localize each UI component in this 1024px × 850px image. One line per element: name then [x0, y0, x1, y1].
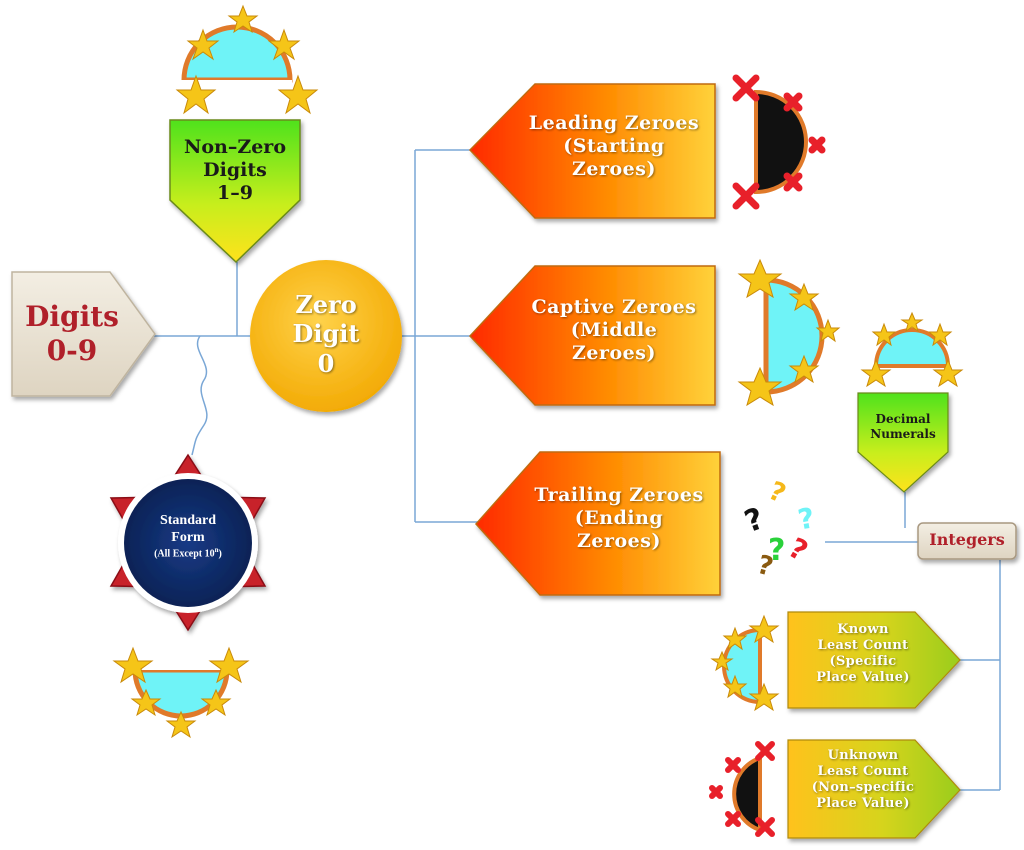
non-zero-stars-icon — [175, 4, 319, 115]
captive-zeroes-shape — [468, 265, 716, 406]
svg-text:?: ? — [740, 501, 768, 540]
standard-form-line3-end: ) — [218, 548, 222, 560]
trailing-zeroes-shape — [474, 451, 721, 596]
decimal-numerals-label: Decimal Numerals — [858, 412, 948, 441]
digits-root-label: Digits 0-9 — [12, 300, 132, 368]
trailing-line3: Zeroes) — [577, 530, 661, 553]
unknown-least-count-shape — [787, 739, 961, 839]
unknown-line3: (Non–specific — [811, 779, 915, 795]
leading-line3: Zeroes) — [572, 158, 656, 181]
standard-form-line2: Form — [171, 530, 205, 546]
digits-root-shape — [11, 271, 156, 397]
zero-digit-line3: 0 — [317, 348, 335, 378]
unknown-line2: Least Count — [817, 763, 909, 779]
non-zero-label: Non–Zero Digits 1–9 — [170, 136, 300, 206]
integers-shape — [917, 522, 1017, 560]
question-marks-icon: ? ? ? ? ? ? — [740, 476, 817, 583]
leading-zeroes-shape — [468, 83, 716, 219]
captive-line1: Captive Zeroes — [531, 296, 697, 318]
svg-text:?: ? — [795, 501, 817, 536]
zero-digit-label: Zero Digit 0 — [250, 290, 402, 378]
zero-digit-circle — [250, 260, 402, 412]
unknown-least-count-label: Unknown Least Count (Non–specific Place … — [788, 748, 938, 811]
known-line3: (Specific — [829, 653, 897, 669]
integers-label: Integers — [929, 530, 1005, 549]
known-smile-icon — [710, 614, 780, 712]
known-line4: Place Value) — [816, 669, 910, 685]
decimal-line2: Numerals — [870, 426, 936, 441]
standard-form-line3-text: (All Except 10 — [154, 548, 215, 560]
unknown-line1: Unknown — [827, 748, 899, 763]
captive-smile-icon — [737, 258, 841, 407]
captive-zeroes-label: Captive Zeroes (Middle Zeroes) — [510, 296, 718, 366]
zero-digit-line1: Zero — [295, 290, 357, 319]
leading-frown-icon — [732, 74, 826, 210]
trailing-line1: Trailing Zeroes — [534, 484, 704, 506]
standard-form-sup: n — [214, 546, 219, 555]
captive-line2: (Middle — [570, 319, 658, 342]
non-zero-line3: 1–9 — [217, 182, 253, 205]
non-zero-shape — [169, 119, 301, 264]
standard-form-smile-icon — [112, 646, 250, 739]
captive-line3: Zeroes) — [572, 342, 656, 365]
decimal-numerals-shape — [857, 392, 949, 493]
svg-text:?: ? — [783, 531, 814, 568]
leading-line1: Leading Zeroes — [528, 112, 700, 134]
known-line1: Known — [837, 622, 889, 637]
trailing-zeroes-label: Trailing Zeroes (Ending Zeroes) — [514, 484, 724, 554]
leading-zeroes-label: Leading Zeroes (Starting Zeroes) — [510, 112, 718, 182]
standard-form-label: Standard Form (All Except 10n) — [128, 512, 248, 561]
svg-text:?: ? — [768, 533, 785, 568]
leading-line2: (Starting — [563, 135, 665, 158]
standard-form-badge — [109, 453, 267, 632]
connector-lines — [150, 149, 1001, 791]
unknown-frown-icon — [709, 741, 775, 837]
digits-root-line1: Digits — [25, 300, 119, 333]
svg-text:?: ? — [764, 476, 790, 510]
decimal-smile-icon — [860, 311, 964, 388]
non-zero-line1: Non–Zero — [184, 136, 286, 158]
known-line2: Least Count — [817, 637, 909, 653]
unknown-line4: Place Value) — [816, 795, 910, 811]
non-zero-line2: Digits — [203, 159, 267, 182]
known-least-count-shape — [787, 611, 961, 709]
svg-text:?: ? — [754, 550, 776, 583]
known-least-count-label: Known Least Count (Specific Place Value) — [788, 622, 938, 685]
trailing-line2: (Ending — [574, 507, 664, 530]
digits-root-line2: 0-9 — [46, 334, 98, 368]
decimal-line1: Decimal — [875, 412, 931, 426]
standard-form-line1: Standard — [159, 513, 217, 528]
zero-digit-line2: Digit — [292, 319, 360, 349]
standard-form-line3: (All Except 10n) — [128, 546, 248, 561]
